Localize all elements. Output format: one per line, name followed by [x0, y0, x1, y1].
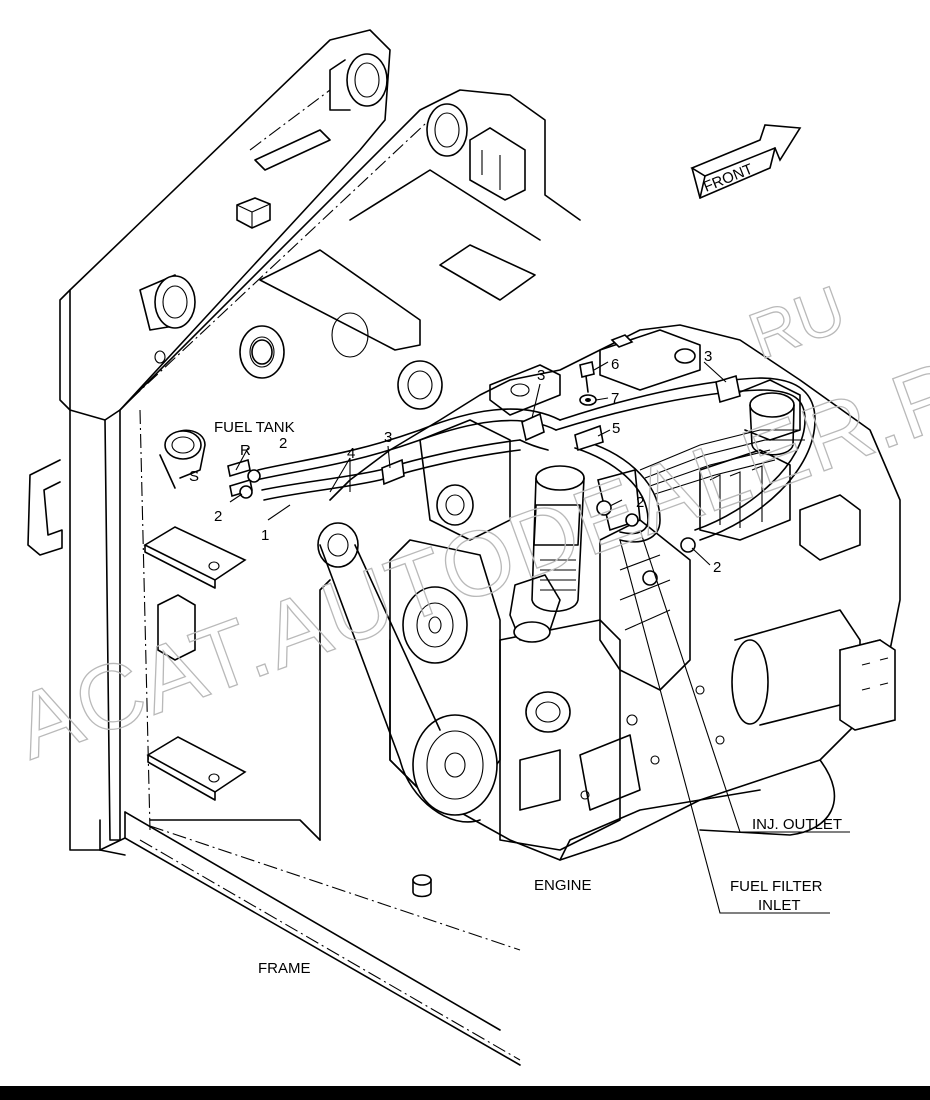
- fuel-tank-label: FUEL TANK: [214, 419, 295, 436]
- engine-label: ENGINE: [534, 877, 592, 894]
- callout-7: 7: [611, 390, 619, 407]
- callout-5: 5: [612, 420, 620, 437]
- callout-2-left: 2: [214, 508, 222, 525]
- callout-1: 1: [261, 527, 269, 544]
- r-label: R: [240, 442, 251, 459]
- fuel-hoses: [227, 374, 816, 553]
- watermark: ACAT.AUTODEALER.RU RU: [1, 270, 930, 779]
- callout-2-right: 2: [713, 559, 721, 576]
- frame-label: FRAME: [258, 960, 311, 977]
- fuel-filter-inlet-label: INLET: [758, 897, 801, 914]
- watermark-ru: RU: [739, 271, 854, 373]
- engine: [317, 324, 901, 861]
- text-labels: FUEL TANK R S ENGINE FRAME INJ. OUTLET F…: [189, 419, 842, 977]
- callout-2-top: 2: [279, 435, 287, 452]
- leader-lines: [229, 361, 850, 914]
- fuel-filter-label: FUEL FILTER: [730, 878, 823, 895]
- callout-2-mid: 2: [636, 494, 644, 511]
- bottom-border-bar: [0, 1086, 930, 1100]
- s-label: S: [189, 468, 199, 485]
- frame: [27, 29, 581, 1066]
- callout-4: 4: [347, 445, 355, 462]
- inj-outlet-label: INJ. OUTLET: [752, 816, 842, 833]
- callout-numbers: 1 2 2 2 2 3 3 3 4 5 6 7: [214, 348, 721, 576]
- callout-6: 6: [611, 356, 619, 373]
- front-arrow: FRONT: [690, 124, 802, 199]
- callout-3-mid: 3: [537, 367, 545, 384]
- callout-3-right: 3: [704, 348, 712, 365]
- callout-3-left: 3: [384, 429, 392, 446]
